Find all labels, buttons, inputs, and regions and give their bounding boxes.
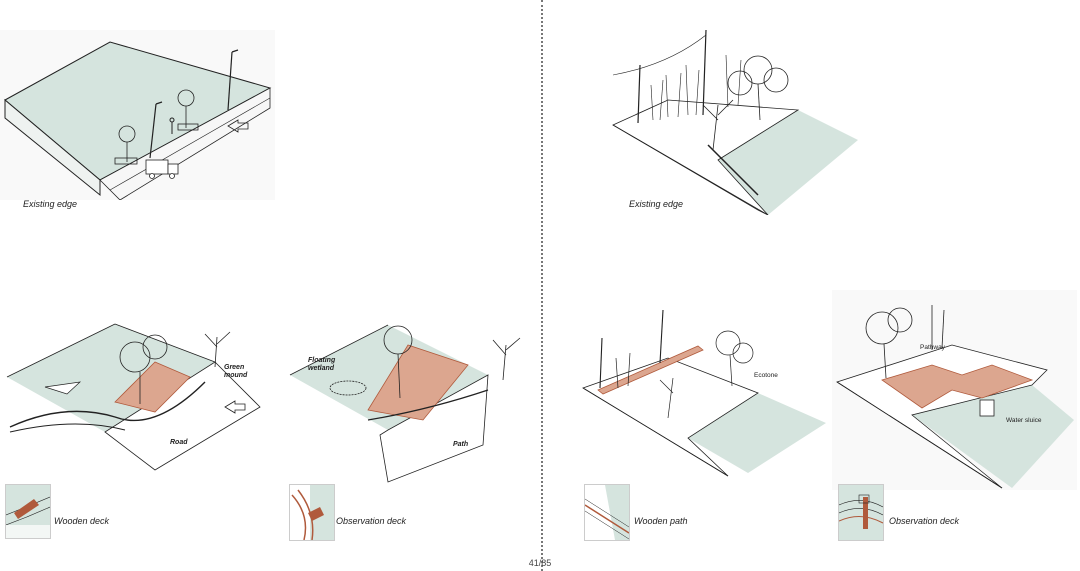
caption-observation-deck-1: Observation deck — [336, 516, 406, 526]
sketch-wooden-deck: Green mound Road — [5, 322, 265, 472]
label-path: Path — [453, 441, 468, 448]
sketch-existing-edge-vegetated — [608, 25, 863, 215]
page-number: 41/85 — [0, 558, 1080, 568]
page-divider — [541, 0, 543, 571]
label-ecotone: Ecotone — [754, 372, 778, 379]
caption-wooden-path: Wooden path — [634, 516, 688, 526]
plan-swatch-wooden-path — [584, 484, 630, 541]
sketch-observation-deck-sluice: Pathway Water sluice — [832, 290, 1077, 490]
plan-swatch-wooden-deck — [5, 484, 51, 539]
plan-swatch-observation-deck-1 — [289, 484, 335, 541]
sketch-wooden-path-ecotone: Ecotone — [578, 308, 828, 478]
caption-observation-deck-2: Observation deck — [889, 516, 959, 526]
caption-top-left: Existing edge — [23, 199, 77, 209]
plan-swatch-observation-deck-2 — [838, 484, 884, 541]
sketch-existing-edge-urban — [0, 30, 275, 200]
caption-top-right: Existing edge — [629, 199, 683, 209]
label-water-sluice: Water sluice — [1006, 417, 1042, 424]
sketch-observation-deck-wetland: Floating wetland Path — [288, 320, 538, 485]
caption-wooden-deck: Wooden deck — [54, 516, 109, 526]
label-green-mound: Green mound — [224, 364, 248, 379]
label-road: Road — [170, 439, 188, 446]
label-floating-wetland: Floating wetland — [308, 357, 337, 372]
label-pathway: Pathway — [920, 344, 946, 351]
